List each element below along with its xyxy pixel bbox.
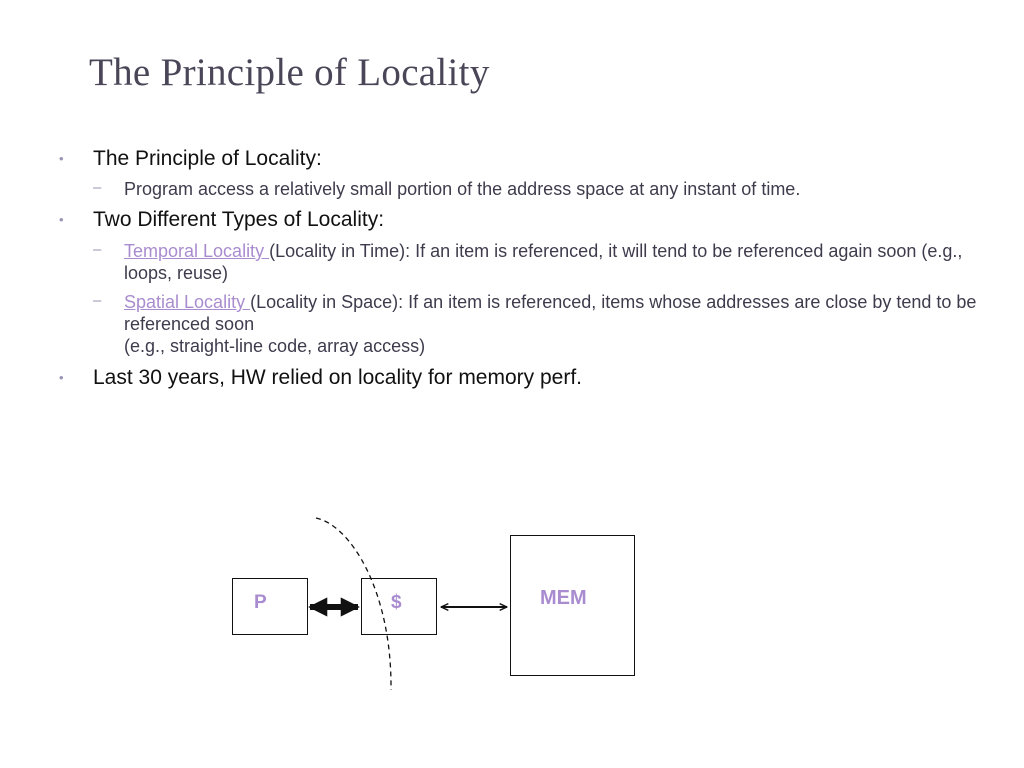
memory-box bbox=[510, 535, 635, 676]
sub-bullet-program-access: – Program access a relatively small port… bbox=[93, 178, 984, 200]
boundary-dashed-curve bbox=[315, 517, 392, 691]
memory-label: MEM bbox=[540, 587, 587, 609]
bullet-dot-icon: • bbox=[59, 370, 64, 385]
sub-bullet-text: (Locality in Time): If an item is refere… bbox=[124, 241, 963, 283]
bullet-two-types: • Two Different Types of Locality: bbox=[59, 208, 973, 232]
bullet-principle: • The Principle of Locality: bbox=[59, 147, 973, 171]
sub-bullet-temporal: – Temporal Locality (Locality in Time): … bbox=[93, 240, 984, 284]
spatial-locality-link[interactable]: Spatial Locality bbox=[124, 292, 251, 312]
dash-icon: – bbox=[93, 292, 102, 309]
sub-bullet-spatial: – Spatial Locality (Locality in Space): … bbox=[93, 291, 984, 357]
sub-bullet-text: Program access a relatively small portio… bbox=[124, 179, 801, 199]
dash-icon: – bbox=[93, 241, 102, 258]
sub-bullet-text-examples: (e.g., straight-line code, array access) bbox=[124, 336, 426, 356]
temporal-locality-link[interactable]: Temporal Locality bbox=[124, 241, 270, 261]
bullet-text: Two Different Types of Locality: bbox=[93, 208, 385, 231]
processor-box bbox=[232, 578, 308, 635]
bullet-dot-icon: • bbox=[59, 212, 64, 227]
dash-icon: – bbox=[93, 179, 102, 196]
slide-title: The Principle of Locality bbox=[89, 51, 490, 94]
cache-box bbox=[361, 578, 437, 635]
bullet-text: Last 30 years, HW relied on locality for… bbox=[93, 366, 583, 389]
bullet-text: The Principle of Locality: bbox=[93, 147, 322, 170]
bullet-last-30-years: • Last 30 years, HW relied on locality f… bbox=[59, 366, 973, 390]
processor-label: P bbox=[254, 592, 267, 613]
cache-label: $ bbox=[391, 592, 402, 613]
sub-bullet-text: (Locality in Space): If an item is refer… bbox=[124, 292, 977, 334]
bullet-dot-icon: • bbox=[59, 151, 64, 166]
